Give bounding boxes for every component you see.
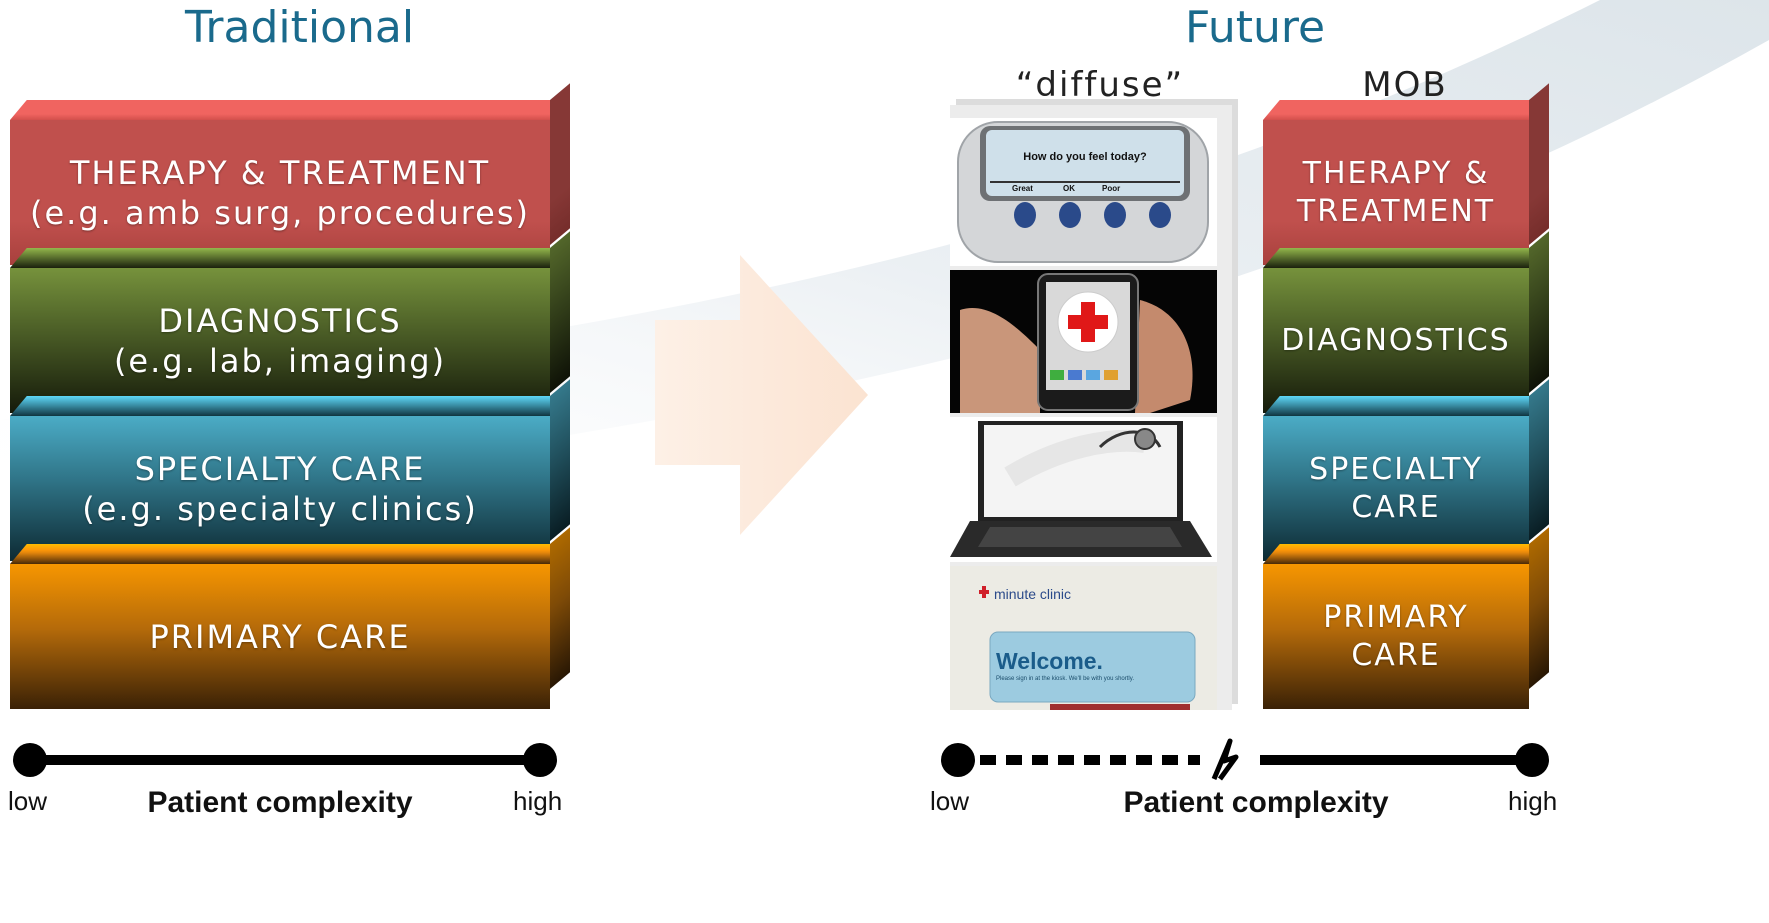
clinic-brand-text: minute clinic [994,586,1072,602]
future-heading: Future [1184,2,1326,53]
block-label: THERAPY & [1302,156,1490,191]
block-sublabel: (e.g. amb surg, procedures) [30,193,530,232]
handheld-survey-device-photo: How do you feel today? Great OK Poor [950,118,1217,266]
block-label: DIAGNOSTICS [158,301,402,340]
left-complexity-axis [13,743,557,777]
left-axis-title: Patient complexity [147,786,413,819]
right-axis-title: Patient complexity [1123,786,1389,819]
block-label: PRIMARY [1323,600,1469,635]
smartphone-health-app-photo [950,270,1217,413]
block-sublabel: (e.g. lab, imaging) [113,341,447,380]
transition-arrow-icon [655,255,868,535]
mob-block-primary-care: PRIMARY CARE [1263,564,1529,709]
traditional-heading: Traditional [185,2,415,53]
left-axis-high-label: high [513,786,563,816]
device-button-poor: Poor [1102,184,1121,193]
right-axis-high-label: high [1508,786,1558,816]
left-axis-low-label: low [8,786,48,816]
diffuse-column-label: “diffuse” [1015,65,1185,105]
block-label: DIAGNOSTICS [1281,322,1511,358]
block-label: SPECIALTY CARE [134,449,426,488]
block-label-2: TREATMENT [1296,193,1496,229]
device-prompt-text: How do you feel today? [1023,151,1147,163]
mob-block-therapy-treatment: THERAPY & TREATMENT [1263,120,1529,265]
telehealth-laptop-photo [950,417,1217,562]
block-label: THERAPY & TREATMENT [69,153,491,192]
clinic-welcome-text: Welcome. [996,648,1103,674]
mob-block-diagnostics: DIAGNOSTICS [1263,268,1529,413]
minute-clinic-kiosk-photo: minute clinic Welcome. Please sign in at… [950,566,1217,710]
right-complexity-axis [941,738,1549,781]
block-label: PRIMARY CARE [149,617,411,656]
clinic-note-text: Please sign in at the kiosk. We'll be wi… [996,676,1134,682]
block-label: SPECIALTY [1309,452,1483,487]
block-label-2: CARE [1351,489,1441,525]
device-button-great: Great [1012,184,1033,193]
right-axis-low-label: low [930,786,970,816]
left-block-primary-care: PRIMARY CARE [10,564,550,709]
mob-column-label: MOB [1362,65,1448,105]
device-button-ok: OK [1063,184,1075,193]
mob-block-specialty-care: SPECIALTY CARE [1263,416,1529,561]
left-block-diagnostics: DIAGNOSTICS (e.g. lab, imaging) [10,268,550,413]
left-block-specialty-care: SPECIALTY CARE (e.g. specialty clinics) [10,416,550,561]
block-sublabel: (e.g. specialty clinics) [82,489,478,528]
block-label-2: CARE [1351,637,1441,673]
left-block-therapy-treatment: THERAPY & TREATMENT (e.g. amb surg, proc… [10,120,550,265]
